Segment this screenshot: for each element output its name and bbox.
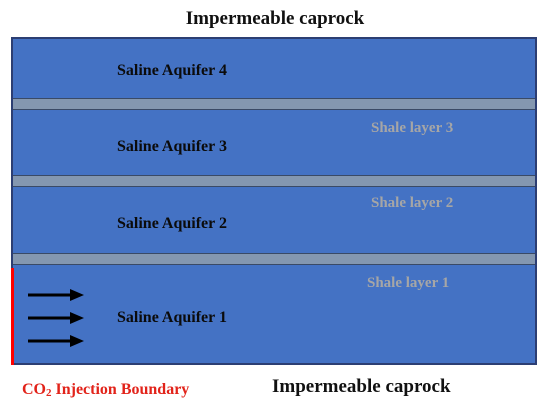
shale-layer-1-band: [13, 253, 535, 265]
shale-layer-3-label: Shale layer 3: [371, 120, 454, 136]
injection-arrow-icon: [28, 312, 84, 324]
shale-layer-2-label: Shale layer 2: [371, 195, 454, 211]
top-caprock-label: Impermeable caprock: [185, 8, 365, 29]
saline-aquifer-3: [13, 110, 535, 175]
co2-injection-boundary-line: [11, 268, 14, 365]
injection-label-prefix: CO: [22, 381, 46, 398]
saline-aquifer-4: [13, 39, 535, 98]
injection-arrow-icon: [28, 289, 84, 301]
bottom-caprock-label: Impermeable caprock: [272, 376, 451, 397]
injection-label-subscript: 2: [46, 387, 52, 399]
shale-layer-2-band: [13, 175, 535, 187]
aquifer-3-label: Saline Aquifer 3: [117, 138, 227, 155]
shale-layer-3-band: [13, 98, 535, 110]
injection-label-suffix: Injection Boundary: [51, 381, 190, 398]
co2-injection-boundary-label: CO2 Injection Boundary: [22, 381, 189, 399]
shale-layer-1-label: Shale layer 1: [367, 275, 450, 291]
aquifer-4-label: Saline Aquifer 4: [117, 62, 227, 79]
saline-aquifer-2: [13, 187, 535, 253]
injection-arrow-icon: [28, 335, 84, 347]
aquifer-2-label: Saline Aquifer 2: [117, 215, 227, 232]
aquifer-1-label: Saline Aquifer 1: [117, 309, 227, 326]
saline-aquifer-1: [13, 265, 535, 363]
